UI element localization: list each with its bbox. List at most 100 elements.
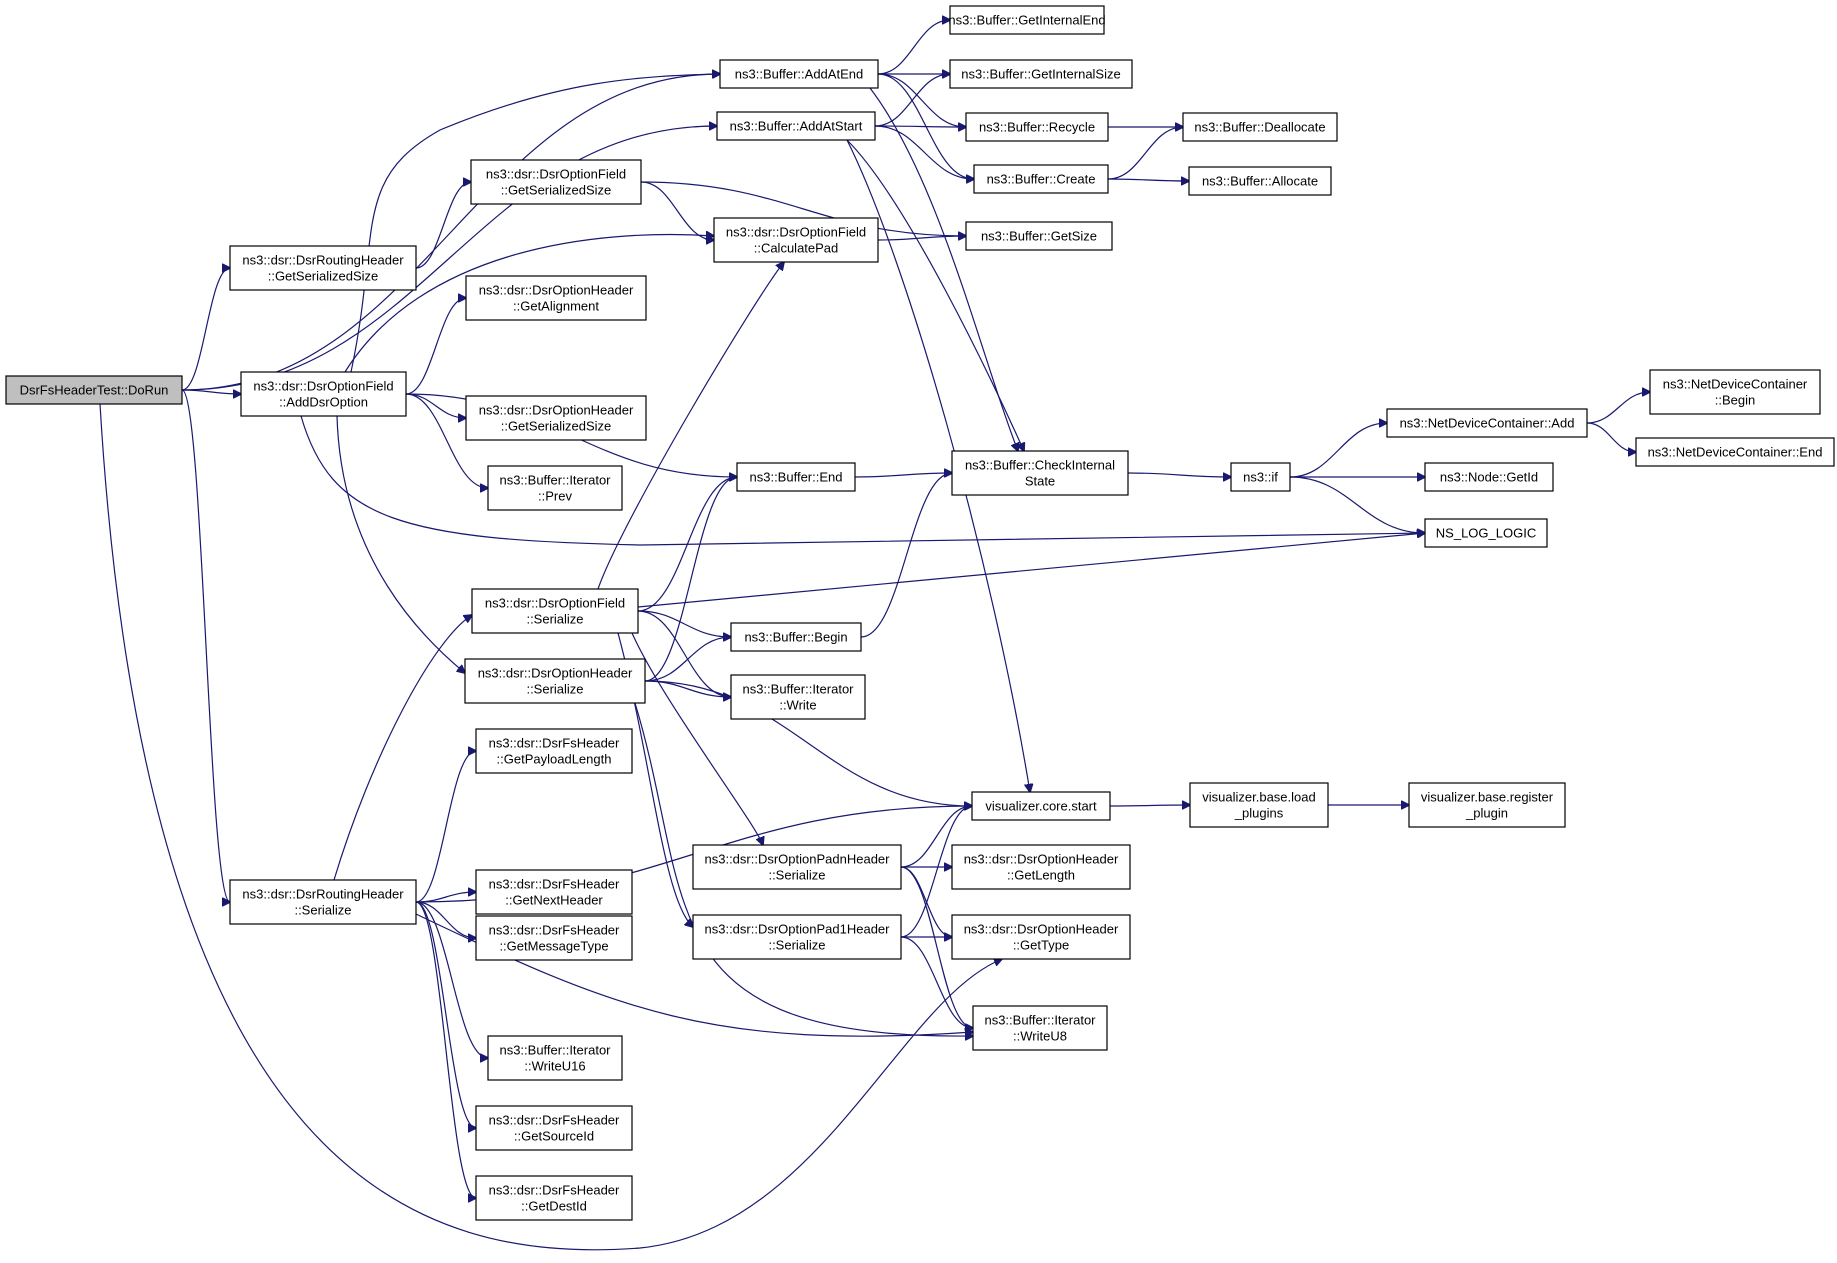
graph-node[interactable]: ns3::dsr::DsrOptionPadnHeader::Serialize: [692, 844, 902, 890]
graph-node[interactable]: ns3::dsr::DsrOptionHeader::GetType: [951, 914, 1131, 960]
graph-node[interactable]: ns3::dsr::DsrFsHeader::GetNextHeader: [475, 869, 633, 915]
node-label: ::Serialize: [526, 612, 583, 627]
node-label: ns3::Buffer::Iterator: [499, 473, 611, 488]
node-box: [971, 791, 1111, 821]
graph-node[interactable]: visualizer.base.load_plugins: [1189, 782, 1329, 828]
graph-node[interactable]: ns3::dsr::DsrOptionField::GetSerializedS…: [470, 159, 642, 205]
graph-node[interactable]: ns3::dsr::DsrOptionHeader::GetAlignment: [465, 275, 647, 321]
graph-node[interactable]: ns3::Buffer::Iterator::Write: [730, 674, 866, 720]
call-edge: [99, 403, 1002, 1251]
node-label: ::GetNextHeader: [505, 893, 603, 908]
graph-node[interactable]: ns3::Buffer::Begin: [730, 622, 862, 652]
node-box: [1386, 408, 1588, 438]
node-label: ::GetSerializedSize: [501, 183, 612, 198]
node-label: ns3::dsr::DsrOptionField: [253, 379, 393, 394]
call-edge: [877, 73, 966, 127]
call-edge: [1289, 423, 1387, 478]
node-label: ::GetDestId: [521, 1199, 587, 1214]
node-box: [719, 59, 879, 89]
graph-node[interactable]: ns3::NetDeviceContainer::Begin: [1649, 369, 1821, 415]
node-layer: DsrFsHeaderTest::DoRunns3::dsr::DsrRouti…: [5, 5, 1835, 1221]
node-box: [1424, 518, 1548, 548]
node-box: [475, 915, 633, 961]
node-box: [471, 588, 639, 634]
call-edge: [1107, 179, 1189, 181]
graph-node[interactable]: ns3::dsr::DsrOptionField::AddDsrOption: [240, 371, 407, 417]
graph-node[interactable]: ns3::Buffer::Iterator::Prev: [487, 465, 623, 511]
node-label: ::CalculatePad: [754, 241, 839, 256]
node-label: _plugin: [1465, 806, 1508, 821]
call-edge: [415, 901, 476, 1128]
node-label: ::Write: [779, 698, 816, 713]
call-edge: [644, 680, 972, 806]
graph-node[interactable]: ns3::dsr::DsrFsHeader::GetSourceId: [475, 1105, 633, 1151]
node-box: [475, 728, 633, 774]
graph-node[interactable]: ns3::Buffer::Iterator::WriteU16: [487, 1035, 623, 1081]
node-label: ::Serialize: [294, 903, 351, 918]
call-edge: [181, 74, 720, 391]
node-label: NS_LOG_LOGIC: [1436, 526, 1536, 541]
node-box: [736, 462, 856, 492]
node-label: _plugins: [1234, 806, 1284, 821]
graph-node[interactable]: ns3::dsr::DsrFsHeader::GetPayloadLength: [475, 728, 633, 774]
graph-node[interactable]: ns3::dsr::DsrRoutingHeader::GetSerialize…: [229, 245, 417, 291]
graph-node[interactable]: ns3::Buffer::Iterator::WriteU8: [972, 1005, 1108, 1051]
node-label: ns3::dsr::DsrRoutingHeader: [242, 887, 404, 902]
graph-node[interactable]: ns3::dsr::DsrFsHeader::GetDestId: [475, 1175, 633, 1221]
graph-node[interactable]: ns3::Node::GetId: [1424, 462, 1554, 492]
node-label: ns3::dsr::DsrOptionHeader: [964, 852, 1119, 867]
node-label: ns3::dsr::DsrOptionHeader: [478, 666, 633, 681]
node-label: ns3::Buffer::Create: [987, 172, 1096, 187]
graph-node[interactable]: ns3::Buffer::Deallocate: [1182, 112, 1338, 142]
node-label: ns3::dsr::DsrFsHeader: [489, 1113, 620, 1128]
node-label: ns3::Buffer::AddAtEnd: [735, 67, 863, 82]
graph-node[interactable]: ns3::Buffer::End: [736, 462, 856, 492]
node-label: ns3::Buffer::Deallocate: [1194, 120, 1325, 135]
graph-node[interactable]: ns3::Buffer::AddAtEnd: [719, 59, 879, 89]
graph-node[interactable]: ns3::Buffer::AddAtStart: [716, 111, 876, 141]
node-box: [475, 1175, 633, 1221]
call-edge: [344, 235, 714, 373]
call-edge: [415, 901, 476, 1198]
edge-layer: [99, 20, 1650, 1251]
graph-node[interactable]: ns3::Buffer::Create: [973, 164, 1109, 194]
graph-node[interactable]: visualizer.core.start: [971, 791, 1111, 821]
graph-node[interactable]: ns3::dsr::DsrOptionPad1Header::Serialize: [692, 914, 902, 960]
call-edge: [874, 126, 966, 127]
call-edge: [637, 610, 731, 637]
graph-node[interactable]: ns3::NetDeviceContainer::End: [1635, 437, 1835, 467]
graph-node[interactable]: ns3::dsr::DsrRoutingHeader::Serialize: [229, 879, 417, 925]
node-label: ns3::dsr::DsrFsHeader: [489, 736, 620, 751]
node-label: ns3::Node::GetId: [1440, 470, 1538, 485]
call-edge: [415, 182, 471, 269]
graph-node[interactable]: ns3::Buffer::GetSize: [965, 221, 1113, 251]
graph-node[interactable]: NS_LOG_LOGIC: [1424, 518, 1548, 548]
node-box: [487, 1035, 623, 1081]
call-edge: [181, 389, 230, 902]
node-label: visualizer.base.register: [1421, 790, 1554, 805]
graph-node[interactable]: ns3::dsr::DsrOptionHeader::Serialize: [464, 658, 646, 704]
node-label: ns3::dsr::DsrOptionHeader: [479, 403, 634, 418]
node-box: [965, 221, 1113, 251]
call-edge: [1586, 422, 1636, 452]
node-label: ns3::if: [1243, 470, 1278, 485]
graph-node[interactable]: ns3::dsr::DsrOptionHeader::GetLength: [951, 844, 1131, 890]
graph-node[interactable]: visualizer.base.register_plugin: [1408, 782, 1566, 828]
call-edge: [1127, 472, 1231, 477]
graph-node[interactable]: ns3::Buffer::GetInternalEnd: [948, 5, 1106, 35]
call-edge: [336, 415, 465, 673]
graph-node[interactable]: ns3::dsr::DsrOptionField::Serialize: [471, 588, 639, 634]
graph-node[interactable]: ns3::Buffer::Allocate: [1188, 166, 1332, 196]
graph-node[interactable]: ns3::dsr::DsrOptionHeader::GetSerialized…: [465, 395, 647, 441]
graph-node[interactable]: DsrFsHeaderTest::DoRun: [5, 375, 183, 405]
graph-node[interactable]: ns3::Buffer::GetInternalSize: [949, 59, 1133, 89]
graph-node[interactable]: ns3::Buffer::Recycle: [965, 112, 1109, 142]
call-edge: [900, 806, 972, 868]
graph-node[interactable]: ns3::dsr::DsrFsHeader::GetMessageType: [475, 915, 633, 961]
node-label: ns3::dsr::DsrOptionHeader: [479, 283, 634, 298]
graph-node[interactable]: ns3::dsr::DsrOptionField::CalculatePad: [713, 217, 879, 263]
graph-node[interactable]: ns3::NetDeviceContainer::Add: [1386, 408, 1588, 438]
graph-node[interactable]: ns3::if: [1230, 462, 1291, 492]
node-box: [487, 465, 623, 511]
